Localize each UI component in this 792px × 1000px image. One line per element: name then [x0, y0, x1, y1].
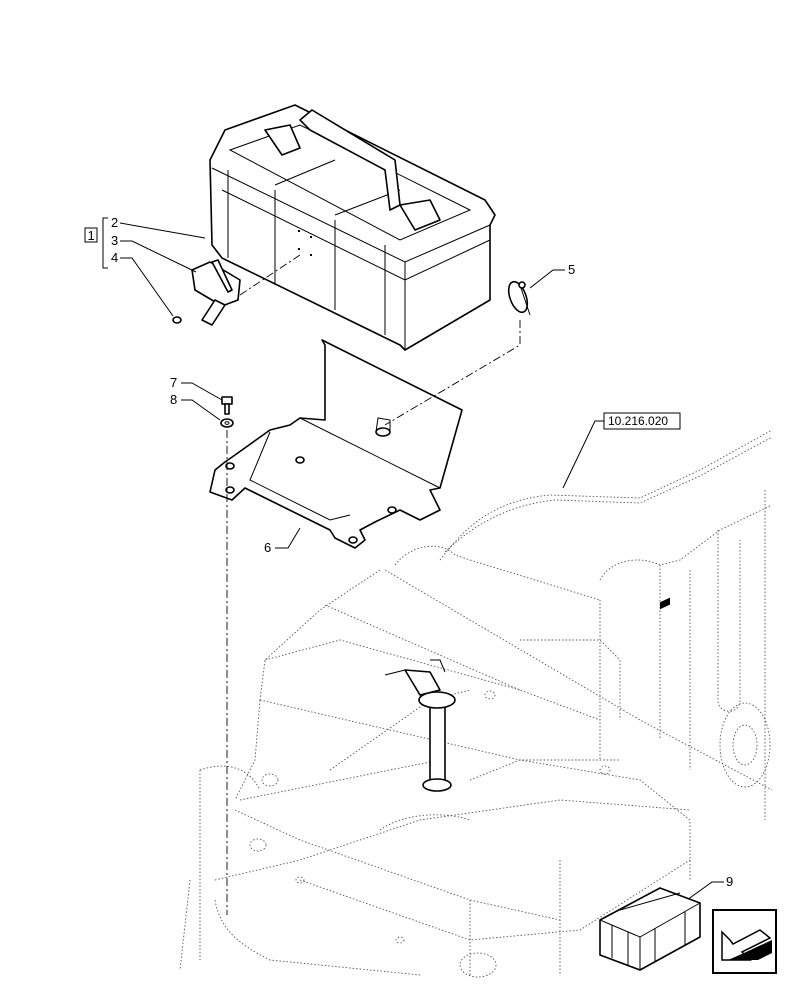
tool-box	[209, 104, 496, 351]
latch-screw	[172, 316, 182, 324]
callout-9: 9	[679, 874, 733, 906]
svg-text:5: 5	[568, 262, 575, 277]
callout-2: 2	[111, 215, 206, 239]
callout-6: 6	[264, 527, 301, 555]
callout-7: 7	[170, 375, 223, 401]
svg-text:8: 8	[170, 392, 177, 407]
assembly-lines	[226, 254, 521, 915]
svg-text:10.216.020: 10.216.020	[608, 414, 668, 428]
direction-arrow-icon[interactable]	[712, 909, 777, 974]
callout-4: 4	[111, 250, 174, 317]
callout-8: 8	[170, 392, 221, 421]
lynch-pin	[507, 280, 531, 316]
callout-3: 3	[111, 233, 197, 273]
svg-text:4: 4	[111, 250, 118, 265]
callout-5: 5	[529, 262, 575, 289]
tractor-body-outline	[179, 429, 773, 978]
svg-text:3: 3	[111, 233, 118, 248]
latch	[191, 259, 241, 326]
svg-text:1: 1	[88, 228, 95, 243]
mounting-bracket	[209, 339, 463, 549]
svg-text:9: 9	[726, 874, 733, 889]
reference-link[interactable]: 10.216.020	[562, 412, 681, 489]
svg-text:2: 2	[111, 215, 118, 230]
filler-cap	[384, 659, 456, 792]
packaging-crate-icon	[599, 597, 701, 971]
callout-1: 1	[84, 217, 108, 269]
svg-text:7: 7	[170, 375, 177, 390]
washer	[220, 418, 234, 428]
svg-text:6: 6	[264, 540, 271, 555]
bolt	[221, 396, 233, 415]
